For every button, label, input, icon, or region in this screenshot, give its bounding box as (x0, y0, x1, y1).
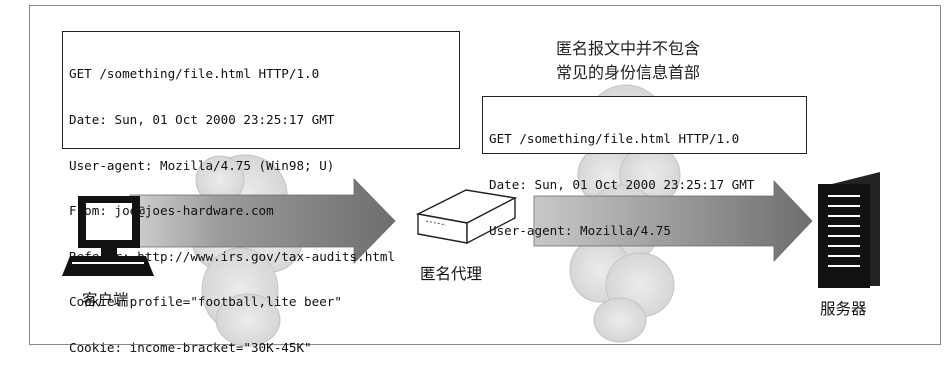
request-line: GET /something/file.html HTTP/1.0 (489, 131, 740, 147)
cookie-header: Cookie: profile="football,lite beer" (69, 294, 342, 310)
anonymized-request-message: GET /something/file.html HTTP/1.0 Date: … (482, 96, 807, 238)
client-label: 客户端 (82, 291, 129, 309)
referer-header: Referer: http://www.irs.gov/tax-audits.h… (69, 248, 396, 264)
user-agent-header: User-agent: Mozilla/4.75 (Win98; U) (69, 157, 335, 173)
server-tower-icon (818, 172, 880, 288)
proxy-label: 匿名代理 (420, 265, 483, 283)
date-header: Date: Sun, 01 Oct 2000 23:25:17 GMT (69, 112, 335, 128)
user-agent-header: User-agent: Mozilla/4.75 (489, 222, 671, 238)
client-request-message: GET /something/file.html HTTP/1.0 Date: … (62, 31, 460, 355)
from-header: From: joe@joes-hardware.com (69, 203, 274, 219)
client-computer-icon (62, 196, 154, 276)
arrow-client-to-proxy (129, 178, 396, 264)
note-line: 匿名报文中并不包含 (555, 39, 700, 58)
date-header: Date: Sun, 01 Oct 2000 23:25:17 GMT (489, 177, 755, 193)
proxy-device-icon (415, 189, 518, 245)
server-label: 服务器 (820, 300, 867, 318)
note-line: 常见的身份信息首部 (555, 63, 700, 82)
anonymity-note: 匿名报文中并不包含 常见的身份信息首部 (528, 37, 728, 85)
request-line: GET /something/file.html HTTP/1.0 (69, 66, 320, 82)
cookie-header: Cookie: income-bracket="30K-45K" (69, 340, 312, 356)
arrow-proxy-to-server (533, 179, 813, 263)
